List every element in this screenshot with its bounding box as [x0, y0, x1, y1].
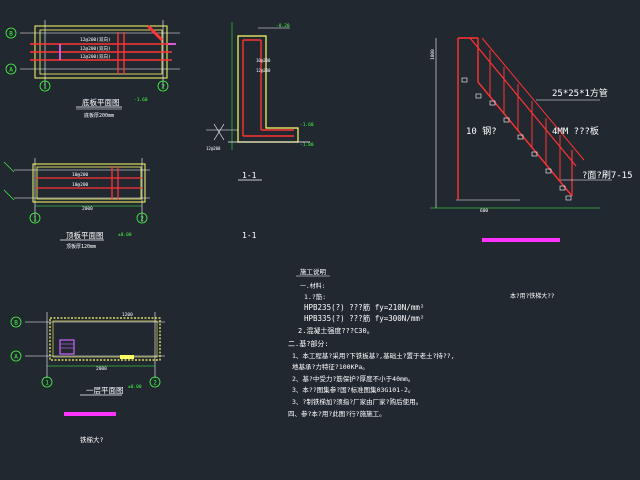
- ladder-elevation: 25*25*1方管 10 钢? 4MM ???板 ?面?刷7-15 1800 6…: [430, 37, 633, 242]
- ladder-dim-left: 1800: [430, 49, 436, 60]
- notes-line-8: 地基承?力特征?100KPa。: [292, 362, 369, 371]
- top-plan-title: 顶板平面图: [66, 230, 104, 240]
- top-slab-plan: 10@200 10@200 2000 1 2 顶板平面图 ±0.00 顶板厚12…: [3, 158, 150, 250]
- floor-plan: 1200 B A 2000 1 2 一层平面图 ±0.00: [10, 312, 165, 416]
- notes-line-1: 一.材料:: [300, 282, 325, 290]
- ladder-dim-bottom: 600: [480, 208, 488, 214]
- notes-line-7: 1、本工程基?采用?下铁板基?,基础土?置于老土?持??,: [292, 351, 455, 360]
- axis-label-2: 2: [161, 84, 165, 91]
- notes-line-9: 2、基?中受力?筋保护?厚度不小于40mm。: [292, 374, 414, 383]
- notes-line-5: 2.混凝土强度???C30。: [298, 326, 374, 335]
- notes-line-4: HPB335(?) ???筋 fy=300N/mm²: [304, 313, 424, 323]
- top-axis-1: 1: [33, 216, 37, 223]
- axis-bubble-1: [39, 80, 51, 92]
- top-plan-note: 顶板厚120mm: [66, 243, 96, 250]
- section-elev-bottom: -1.80: [300, 142, 314, 148]
- bottom-slab-plan: 12@200(双向) 12@200(双向) 12@200(双向) B A 1 2…: [5, 20, 180, 119]
- axis-label-b: B: [9, 31, 13, 38]
- ladder-opening-mark: [59, 339, 75, 355]
- notes-line-11: 3、?制铁梯加?须指?厂家由厂家?购后使用。: [292, 397, 422, 406]
- floor-plan-top-label: 1200: [122, 312, 133, 318]
- notes-line-6: 二.基?部分:: [288, 339, 329, 348]
- side-note: 本?用?铁梯大??: [510, 292, 555, 300]
- rebar-label-2: 12@200(双向): [80, 45, 111, 52]
- floor-axis-a: A: [14, 354, 18, 361]
- ladder-steps: [461, 77, 572, 201]
- top-axis-2: 2: [140, 216, 144, 223]
- construction-notes: 施工说明 一.材料: 1.?筋: HPB235(?) ???筋 fy=210N/…: [80, 267, 555, 444]
- section-elev-top: -0.20: [276, 23, 290, 29]
- floor-plan-title: 一层平面图: [86, 386, 124, 395]
- ladder-label-paint: ?面?刷7-15: [582, 170, 633, 181]
- bottom-plan-note: 底板厚200mm: [84, 112, 114, 119]
- axis-bubble-2: [157, 80, 169, 92]
- ladder-label-pipe: 25*25*1方管: [552, 87, 608, 99]
- axis-label-a: A: [9, 67, 13, 74]
- section-rebar-a: 10@200: [256, 58, 271, 63]
- top-rebar-label-1: 10@200: [72, 172, 89, 178]
- bottom-plan-elevation: -1.60: [134, 97, 148, 103]
- section-title-2: 1-1: [242, 231, 257, 240]
- notes-line-12: 四、参?本?用?此图?行?施施工。: [288, 409, 386, 418]
- section-title: 1-1: [242, 171, 257, 180]
- section-elev-mid: -1.60: [300, 122, 314, 128]
- axis-label-1: 1: [43, 84, 47, 91]
- rebar-label-3: 12@200(双向): [80, 53, 111, 60]
- top-plan-dim: 2000: [82, 206, 93, 212]
- floor-plan-elevation: ±0.00: [128, 384, 142, 390]
- rebar-hook: [146, 24, 164, 42]
- ladder-label-bar: 10 钢?: [466, 125, 497, 137]
- axis-bubble-a: [5, 63, 17, 75]
- bottom-left-label: 铁梯大?: [80, 435, 104, 444]
- rebar-label-1: 12@200(双向): [80, 36, 111, 43]
- section-rebar-c: 12@200: [206, 146, 221, 151]
- magenta-highlight-bar: [64, 412, 116, 416]
- floor-axis-1: 1: [45, 380, 49, 387]
- top-plan-elevation: ±0.00: [118, 232, 132, 238]
- notes-line-3: HPB235(?) ???筋 fy=210N/mm²: [304, 302, 424, 312]
- section-1-1: -0.20 -1.60 -1.80 10@200 12@200 12@200 1…: [206, 22, 314, 240]
- notes-heading: 施工说明: [300, 267, 327, 276]
- notes-line-2: 1.?筋:: [304, 292, 326, 301]
- door-opening: [120, 355, 134, 359]
- notes-line-10: 3、本??图集参?国?标准图集03G101-2。: [292, 385, 414, 394]
- floor-plan-dim: 2000: [96, 366, 107, 372]
- section-rebar-b: 12@200: [256, 68, 271, 73]
- top-rebar-label-2: 10@200: [72, 182, 89, 188]
- ladder-highlight-bar: [482, 238, 560, 242]
- floor-axis-b: B: [14, 320, 18, 327]
- floor-axis-2: 2: [153, 380, 157, 387]
- bottom-plan-title: 底板平面图: [82, 97, 120, 107]
- axis-bubble-b: [5, 27, 17, 39]
- ladder-label-plate: 4MM ???板: [552, 125, 599, 137]
